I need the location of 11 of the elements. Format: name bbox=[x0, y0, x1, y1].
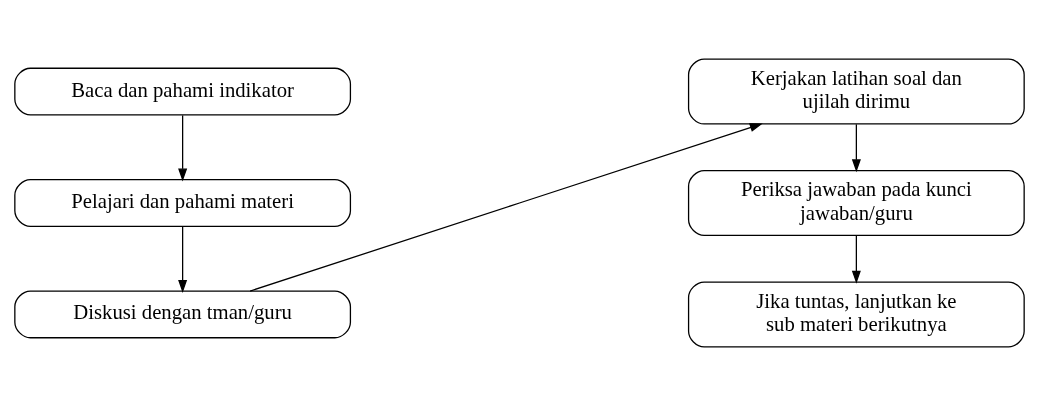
node-box: Baca dan pahami indikator bbox=[14, 67, 352, 116]
node-box: Kerjakan latihan soal dan ujilah dirimu bbox=[687, 58, 1025, 125]
node-box: Diskusi dengan tman/guru bbox=[14, 289, 352, 338]
arrow bbox=[851, 234, 861, 284]
node-box: Pelajari dan pahami materi bbox=[14, 178, 352, 227]
node-box: Jika tuntas, lanjutkan ke sub materi berikutnya bbox=[687, 280, 1025, 347]
arrow bbox=[178, 114, 188, 181]
arrow bbox=[249, 122, 763, 292]
node-box: Periksa jawaban pada kunci jawaban/guru bbox=[687, 169, 1025, 236]
arrow bbox=[851, 123, 861, 172]
arrow bbox=[178, 225, 188, 293]
